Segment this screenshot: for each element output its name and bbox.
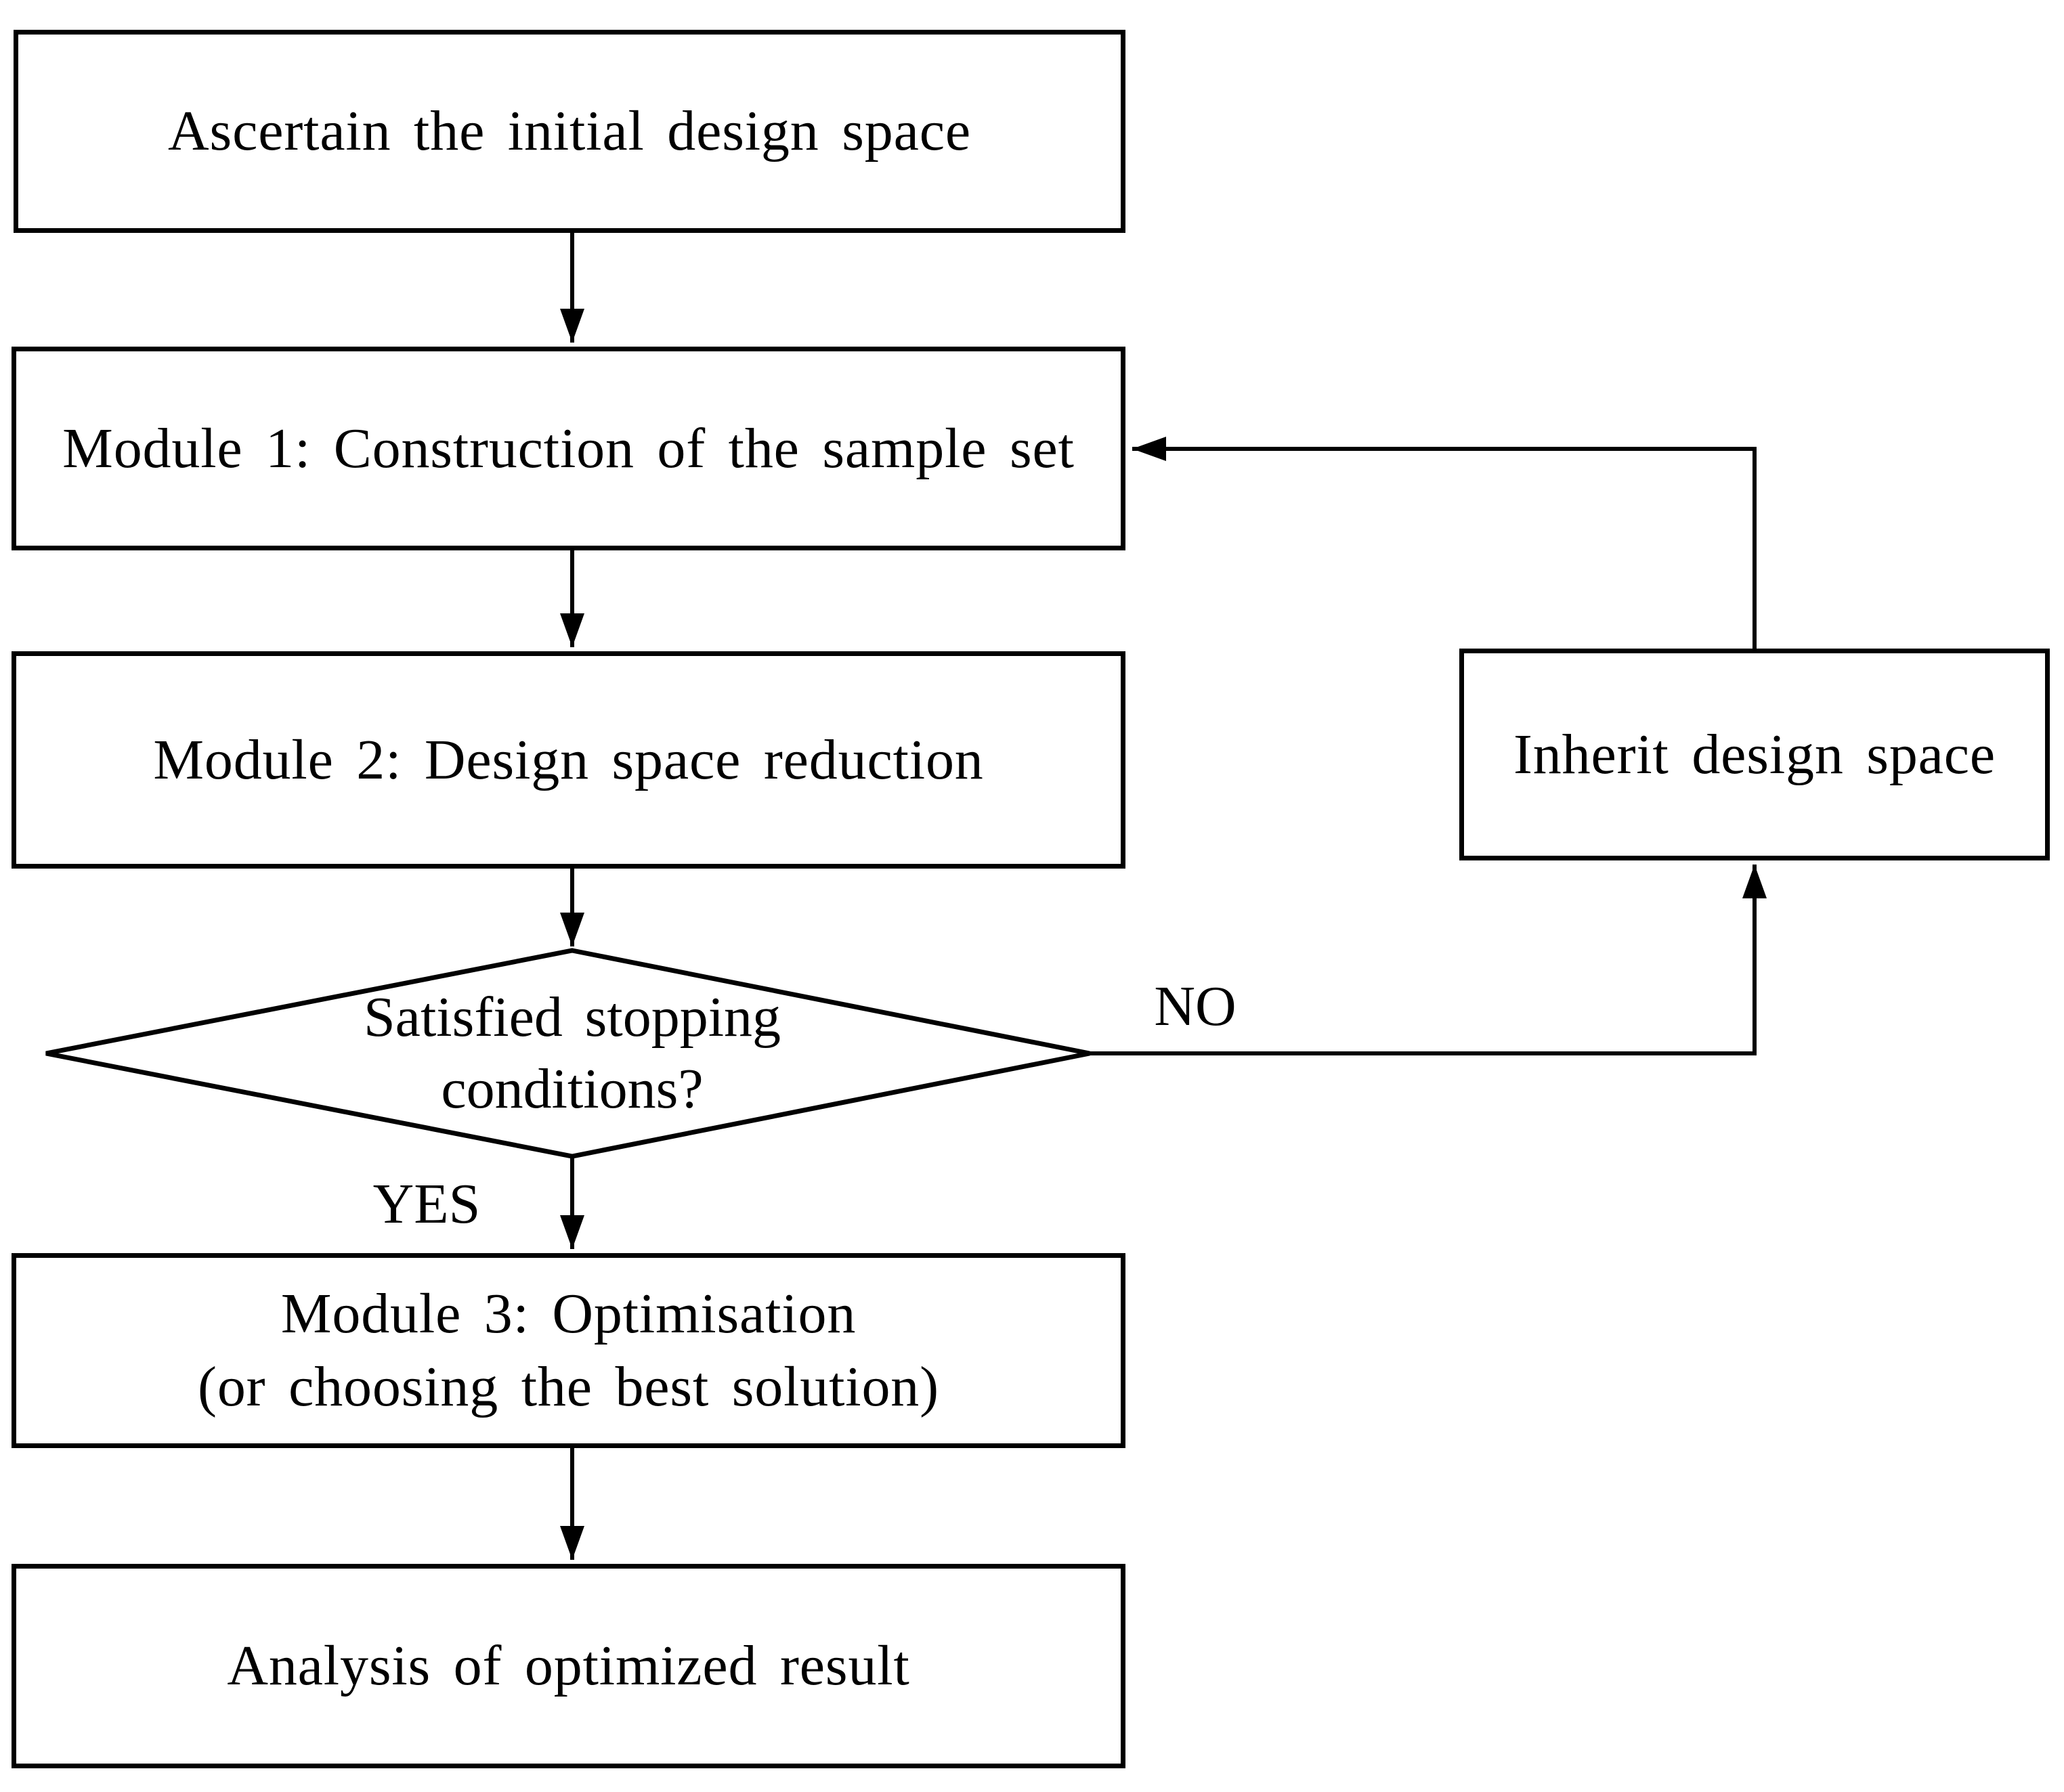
yes-branch-label: YES bbox=[372, 1173, 481, 1236]
decision-label-line1: Satisfied stopping bbox=[363, 986, 781, 1049]
node-inherit-design-space: Inherit design space bbox=[1459, 649, 2050, 860]
node-analysis-label: Analysis of optimized result bbox=[227, 1634, 910, 1698]
no-branch-path bbox=[1090, 865, 1767, 1055]
node-module3-label-line2: (or choosing the best solution) bbox=[198, 1355, 939, 1418]
node-module1-construction-sample-set: Module 1: Construction of the sample set bbox=[12, 347, 1125, 550]
decision-diamond-shape bbox=[45, 948, 1090, 1159]
feedback-path-to-module1 bbox=[1132, 437, 1757, 649]
node-inherit-label: Inherit design space bbox=[1513, 722, 1996, 786]
node-module3-label-line1: Module 3: Optimisation bbox=[280, 1282, 857, 1346]
node-module3-optimisation: Module 3: Optimisation (or choosing the … bbox=[12, 1253, 1125, 1448]
node-ascertain-label: Ascertain the initial design space bbox=[168, 100, 971, 163]
node-analysis-optimized-result: Analysis of optimized result bbox=[12, 1564, 1125, 1768]
decision-diamond-label: Satisfied stopping conditions? bbox=[200, 965, 945, 1142]
node-module1-label: Module 1: Construction of the sample set bbox=[62, 416, 1075, 480]
node-module2-design-space-reduction: Module 2: Design space reduction bbox=[12, 651, 1125, 869]
no-branch-label: NO bbox=[1154, 975, 1237, 1038]
node-module2-label: Module 2: Design space reduction bbox=[153, 728, 984, 791]
decision-label-line2: conditions? bbox=[441, 1057, 704, 1120]
node-ascertain-initial-design-space: Ascertain the initial design space bbox=[14, 30, 1125, 233]
